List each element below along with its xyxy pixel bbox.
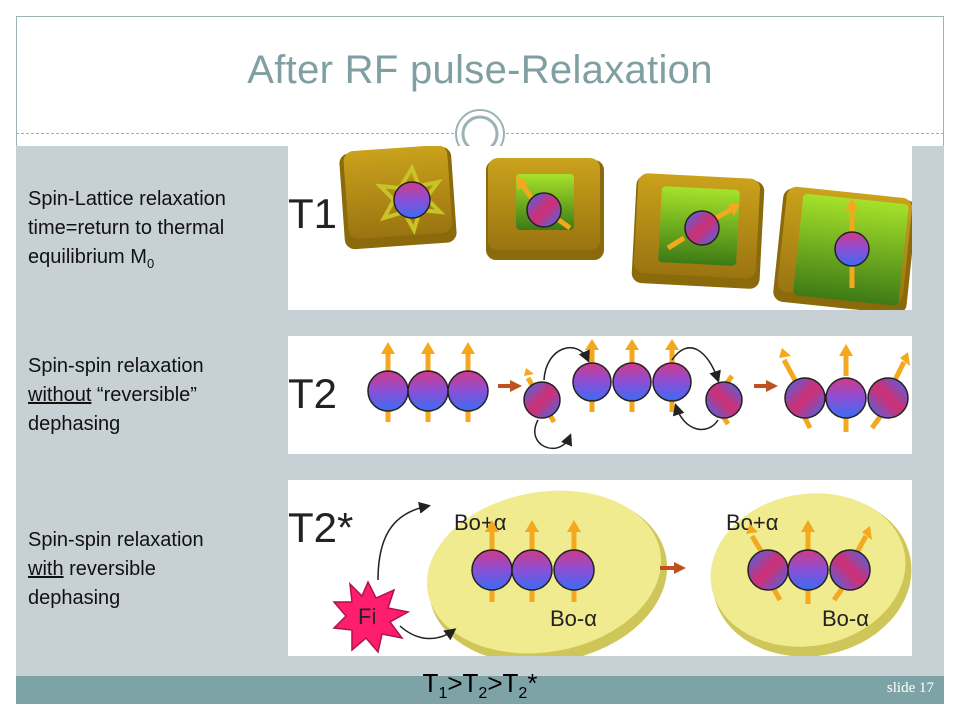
relation-operator: > — [487, 668, 503, 698]
t2star-desc-line: Spin-spin relaxation — [28, 529, 204, 551]
t1-panel: T1 — [288, 146, 912, 310]
relation-operator: > — [447, 668, 463, 698]
spin-sphere — [705, 381, 743, 419]
lattice-block — [773, 186, 912, 310]
t1-desc-subscript: 0 — [146, 256, 155, 271]
t1-desc-line: Spin-Lattice relaxation — [28, 188, 226, 210]
spin-sphere — [447, 370, 489, 412]
t1-desc-line: time=return to thermal — [28, 217, 225, 239]
t2star-label: T2* — [288, 504, 353, 551]
relation-suffix: * — [527, 668, 538, 698]
relation-subscript: 1 — [438, 685, 448, 703]
field-plus-label: Bo+α — [454, 510, 507, 535]
source-arrow-icon — [399, 625, 457, 641]
aligned-spin-group — [367, 342, 489, 422]
footer-bar — [16, 676, 944, 704]
slide-number: slide 17 — [886, 680, 934, 696]
t1-description: Spin-Lattice relaxation time=return to t… — [28, 185, 273, 278]
spin-sphere — [367, 370, 409, 412]
t2star-desc-line: dephasing — [28, 587, 121, 609]
exchanging-spin-group — [523, 339, 743, 449]
transfer-arrow-icon — [754, 380, 778, 392]
spin-sphere — [526, 192, 562, 228]
spin-sphere — [393, 181, 431, 219]
spin-sphere — [612, 362, 652, 402]
spin-sphere — [784, 377, 826, 419]
spin-sphere — [829, 549, 871, 591]
relation-subscript: 2 — [478, 685, 488, 703]
t2-desc-text: “reversible” — [91, 384, 197, 406]
spin-sphere — [553, 549, 595, 591]
energy-burst-icon — [374, 163, 446, 236]
t1-label: T1 — [288, 190, 337, 237]
spin-sphere — [407, 370, 449, 412]
spin-sphere — [867, 377, 909, 419]
field-inhomogeneity-burst-icon: Fi — [332, 580, 411, 654]
t2-label: T2 — [288, 370, 337, 417]
t2star-panel: T2* Bo+α Bo-α Bo+α Bo-α — [288, 480, 912, 656]
spin-sphere — [511, 549, 553, 591]
dephased-spin-group — [779, 344, 910, 432]
ring-ornament — [455, 109, 505, 150]
relation-symbol: T — [422, 668, 439, 698]
spin-sphere — [747, 549, 789, 591]
spin-sphere — [684, 210, 720, 246]
transfer-arrow-icon — [498, 380, 522, 392]
t1-desc-line: equilibrium M0 — [28, 243, 273, 278]
transfer-arrow-icon — [660, 562, 686, 574]
t2-desc-line: Spin-spin relaxation — [28, 355, 204, 377]
spin-sphere — [825, 377, 867, 419]
t2-desc-underlined: without — [28, 384, 92, 406]
relation-symbol: T — [502, 668, 519, 698]
field-minus-label: Bo-α — [550, 606, 597, 631]
spin-sphere — [787, 549, 829, 591]
spin-sphere — [523, 381, 561, 419]
spin-sphere — [471, 549, 513, 591]
t2star-description: Spin-spin relaxation with reversible dep… — [28, 526, 273, 613]
relation-symbol: T — [462, 668, 479, 698]
spin-sphere — [652, 362, 692, 402]
t2star-desc-text: reversible — [63, 558, 156, 580]
relaxation-relation: T1>T2>T2* — [0, 668, 960, 703]
spin-sphere — [834, 231, 870, 267]
spin-sphere — [572, 362, 612, 402]
slide-title: After RF pulse-Relaxation — [247, 48, 713, 92]
t2star-desc-line: with reversible — [28, 555, 273, 584]
t2-desc-line: without “reversible” — [28, 381, 273, 410]
t2-description: Spin-spin relaxation without “reversible… — [28, 352, 273, 439]
source-arrow-icon — [377, 501, 431, 581]
lattice-block — [339, 146, 457, 250]
field-region-left: Bo+α Bo-α — [426, 490, 668, 656]
relation-subscript: 2 — [518, 685, 528, 703]
t2-panel: T2 — [288, 336, 912, 454]
lattice-block — [486, 158, 604, 260]
t2-desc-line: dephasing — [28, 413, 121, 435]
t2star-desc-underlined: with — [28, 558, 64, 580]
source-label: Fi — [358, 604, 376, 629]
field-minus-label: Bo-α — [822, 606, 869, 631]
lattice-block — [631, 173, 765, 289]
t1-desc-text: equilibrium M — [28, 246, 147, 268]
field-region-right: Bo+α Bo-α — [710, 493, 912, 656]
